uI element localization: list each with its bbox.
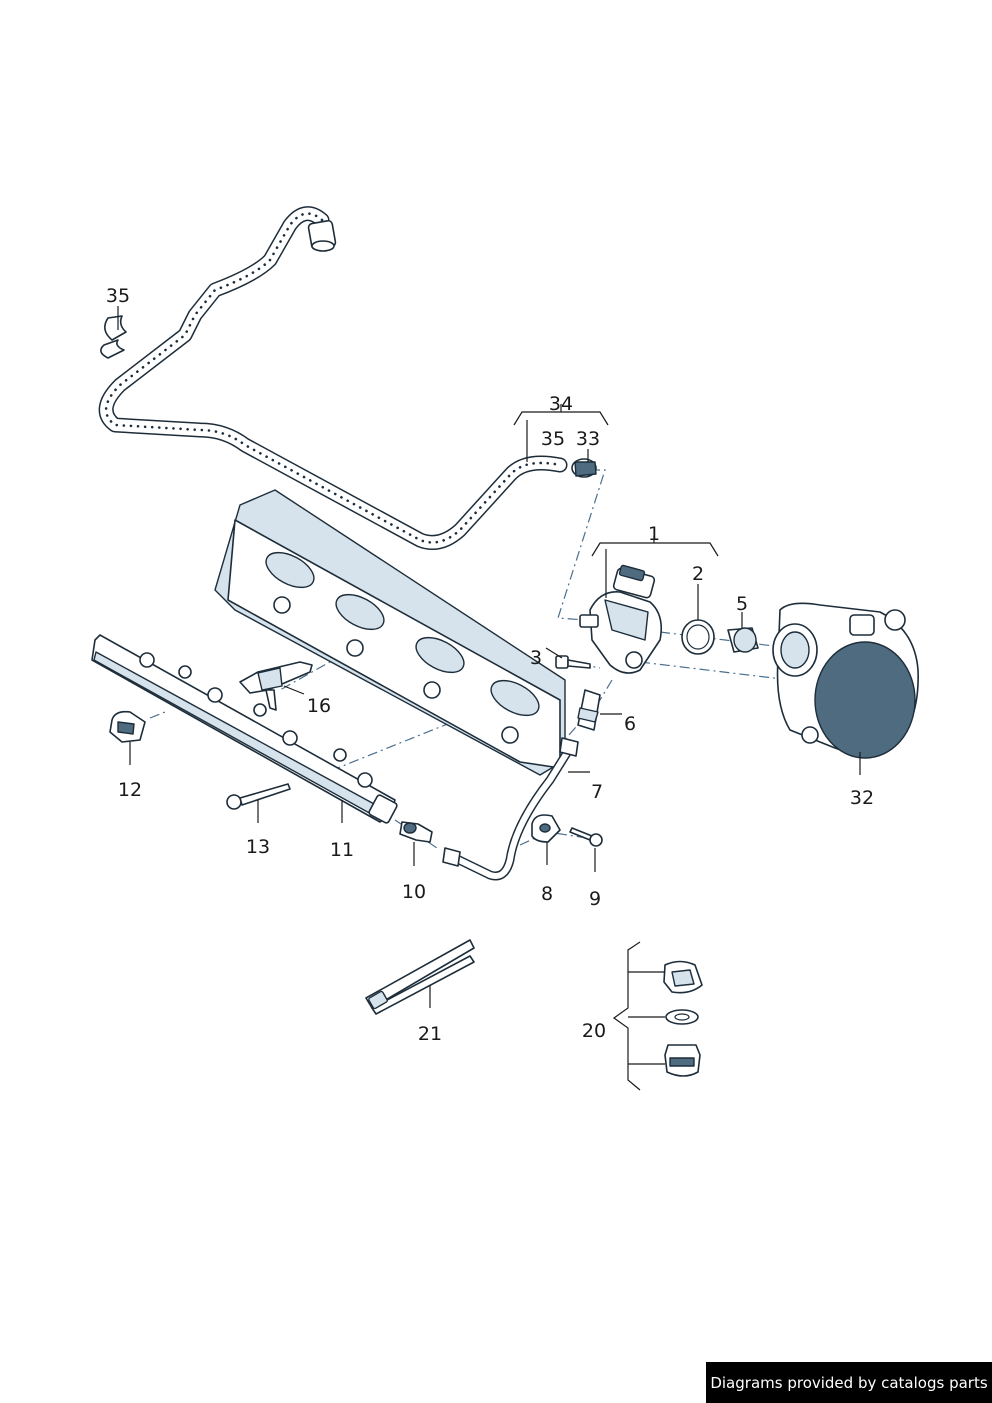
callout-10: 10 <box>402 881 426 903</box>
callout-21: 21 <box>418 1023 442 1045</box>
pressure-sender-12 <box>109 710 146 743</box>
breather-hose <box>98 206 568 550</box>
fuel-pump <box>579 564 663 674</box>
callout-20: 20 <box>582 1020 606 1042</box>
callout-34: 34 <box>549 393 573 415</box>
fuel-rail-11 <box>91 634 398 824</box>
callout-8: 8 <box>541 883 553 905</box>
bolt-13 <box>226 783 291 810</box>
callout-13: 13 <box>246 836 270 858</box>
union-10 <box>399 821 433 843</box>
hose-clamp-33 <box>571 458 597 478</box>
callout-7: 7 <box>591 781 603 803</box>
callout-16: 16 <box>307 695 331 717</box>
pressure-pipe-7 <box>442 737 579 881</box>
callout-33: 33 <box>576 428 600 450</box>
hose-clip-35 <box>100 315 127 359</box>
callout-35-left: 35 <box>106 285 130 307</box>
repair-kit-20 <box>663 960 703 1077</box>
watermark-banner: Diagrams provided by catalogs parts <box>706 1362 992 1403</box>
callout-1: 1 <box>648 523 660 545</box>
leader-lines <box>117 306 861 1091</box>
callout-6: 6 <box>624 713 636 735</box>
injector-16 <box>239 661 313 711</box>
cable-tie-21 <box>365 939 475 1015</box>
cylinder-head <box>214 489 566 776</box>
roller-tappet-5 <box>727 627 759 653</box>
vacuum-pump <box>772 602 919 759</box>
screw-9 <box>569 827 603 847</box>
callout-12: 12 <box>118 779 142 801</box>
callout-35-right: 35 <box>541 428 565 450</box>
bolt-3 <box>555 655 591 669</box>
callout-2: 2 <box>692 563 704 585</box>
bracket-8 <box>531 814 561 843</box>
callout-9: 9 <box>589 888 601 910</box>
callout-32: 32 <box>850 787 874 809</box>
callout-3: 3 <box>530 647 542 669</box>
callout-labels: 35 34 35 33 1 2 5 3 6 7 32 16 12 13 11 1… <box>106 285 874 1045</box>
union-6 <box>577 689 601 731</box>
o-ring-2 <box>681 619 715 655</box>
callout-5: 5 <box>736 593 748 615</box>
callout-11: 11 <box>330 839 354 861</box>
